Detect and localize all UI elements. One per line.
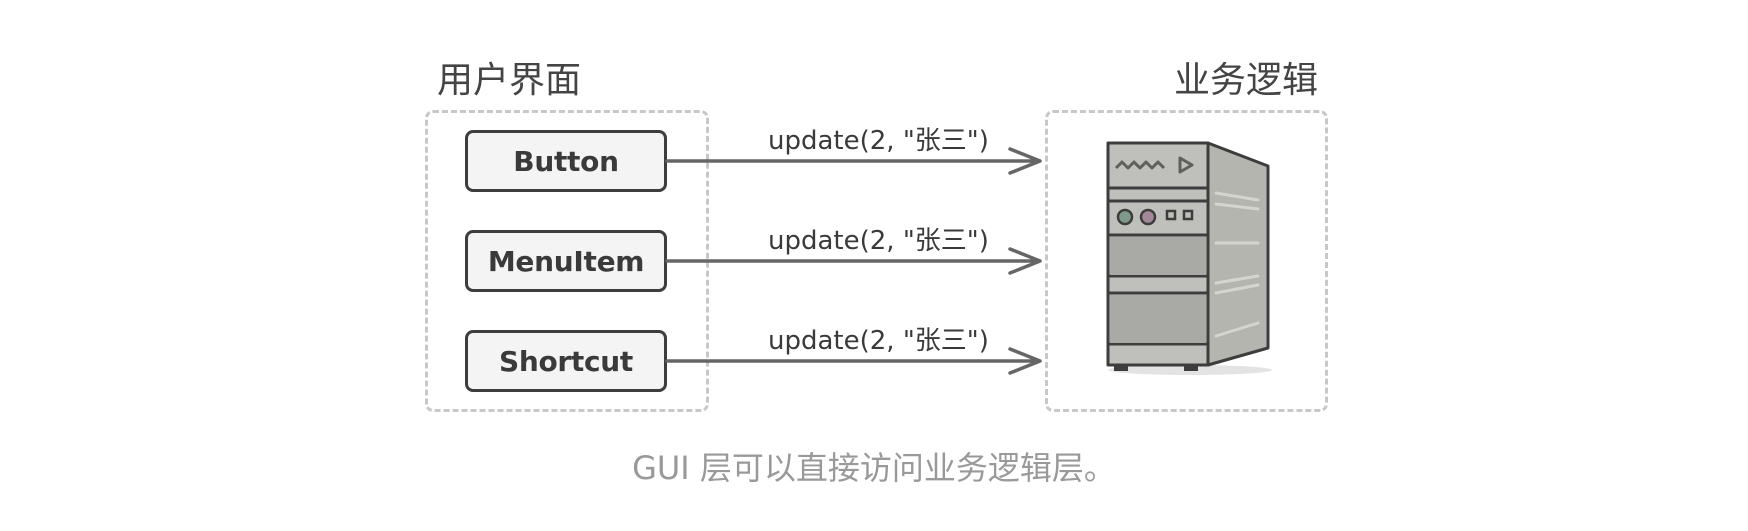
call-label: update(2, "张三") (768, 126, 989, 156)
business-logic-panel (1045, 110, 1328, 412)
button-element[interactable]: Button (465, 130, 667, 192)
call-label: update(2, "张三") (768, 326, 989, 356)
shortcut-element[interactable]: Shortcut (465, 330, 667, 392)
server-tower-icon (1106, 141, 1272, 375)
business-logic-panel-title: 业务逻辑 (1173, 60, 1318, 101)
menuitem-element[interactable]: MenuItem (465, 230, 667, 292)
call-label: update(2, "张三") (768, 226, 989, 256)
ui-panel-title: 用户界面 (437, 60, 582, 101)
diagram-caption: GUI 层可以直接访问业务逻辑层。 (632, 449, 1116, 487)
